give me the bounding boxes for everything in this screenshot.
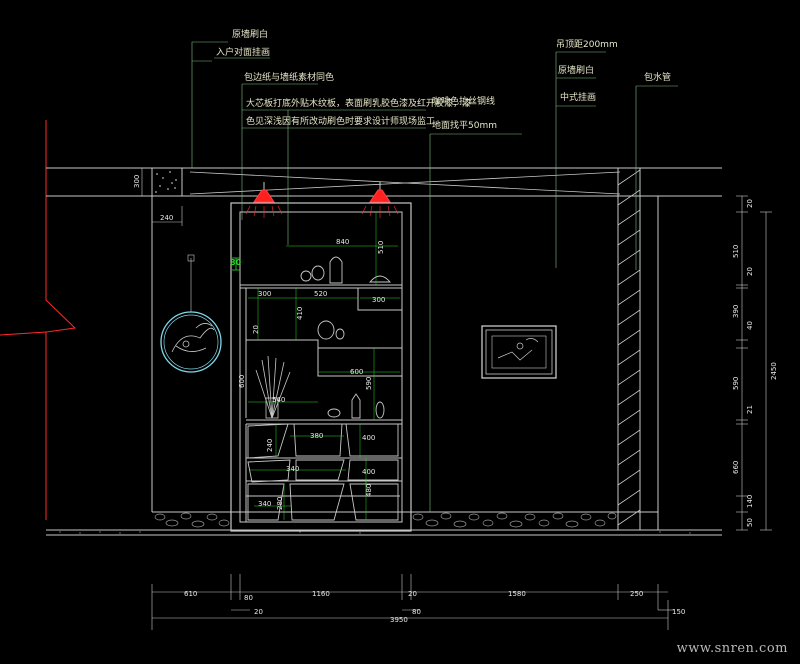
annotation-ceiling-height: 吊顶距200mm	[556, 39, 618, 50]
annotation-floor-level: 地面找平50mm	[432, 119, 497, 131]
dim-right-20-top: 20	[746, 199, 754, 208]
round-painting	[160, 311, 222, 373]
dim-bottom-610: 610	[184, 590, 197, 598]
annotation-entry-painting: 入户对面挂画	[216, 46, 270, 58]
dim-right-390: 390	[732, 305, 740, 318]
dim-right-660: 660	[732, 461, 740, 474]
dim-bottom-250: 250	[630, 590, 643, 598]
dim-height-280: 280	[276, 497, 284, 510]
cabinet-green-marker	[232, 257, 240, 271]
watermark: www.snren.com	[676, 641, 788, 656]
dim-right-20-b: 20	[746, 267, 754, 276]
dim-right-total-2450: 2450	[770, 362, 778, 380]
dim-width-340-b: 340	[258, 500, 271, 508]
lamp-left	[245, 182, 283, 218]
annotation-pipe-cover: 包水管	[644, 71, 671, 83]
beam-dimensions	[138, 167, 183, 226]
dim-width-600: 600	[350, 368, 363, 376]
dim-right-40: 40	[746, 321, 754, 330]
dim-height-400-a: 400	[362, 434, 375, 442]
beam-hatch	[155, 171, 177, 193]
cabinet-vases	[300, 256, 391, 419]
cabinet-slant-panels	[247, 423, 399, 521]
dim-width-340-a: 340	[286, 465, 299, 473]
dim-right-21: 21	[746, 405, 754, 414]
cabinet-dim-lines	[248, 212, 400, 520]
dim-bottom-20-a: 20	[254, 608, 263, 616]
right-dim-lines	[736, 195, 772, 531]
chinese-painting	[481, 325, 557, 379]
dim-right-590: 590	[732, 377, 740, 390]
dim-bottom-20-b: 20	[408, 590, 417, 598]
bottom-dim-lines	[151, 574, 674, 630]
pipe-shaft-hatch	[617, 169, 641, 526]
dim-height-600: 600	[238, 375, 246, 388]
dim-right-140: 140	[746, 495, 754, 508]
dim-shelf-300-right: 300	[372, 296, 385, 304]
round-painting-marker	[187, 254, 195, 262]
annotation-cabinet-finish: 大芯板打底外贴木纹板，表面刷乳胶色漆及红开胶漆，漆	[246, 97, 471, 109]
floor-screed-right	[412, 512, 617, 528]
dim-bottom-total-3950: 3950	[390, 616, 408, 624]
dim-bottom-1160: 1160	[312, 590, 330, 598]
dim-top-height-510: 510	[377, 241, 385, 254]
dim-width-540: 540	[272, 396, 285, 404]
cabinet-frame-inner	[239, 211, 403, 523]
dim-shelf-300-left: 300	[258, 290, 271, 298]
dim-height-410: 410	[296, 307, 304, 320]
dim-height-240: 240	[266, 439, 274, 452]
dim-right-510: 510	[732, 245, 740, 258]
cabinet-branches	[255, 355, 291, 419]
dim-width-380: 380	[310, 432, 323, 440]
floor-band-dots	[59, 531, 691, 534]
dim-bottom-80-a: 80	[244, 594, 253, 602]
dim-bottom-1580: 1580	[508, 590, 526, 598]
annotation-chinese-painting: 中式挂画	[560, 91, 596, 103]
dim-beam-width: 240	[160, 214, 173, 222]
dim-bottom-80-b: 80	[412, 608, 421, 616]
annotation-original-wall: 原墙刷白	[232, 28, 268, 40]
lamp-right	[361, 182, 399, 218]
cabinet-frame-outer	[230, 202, 412, 532]
dim-green-80: 80	[230, 258, 242, 267]
dim-height-590: 590	[365, 377, 373, 390]
annotation-leaders	[191, 41, 678, 512]
annotation-original-wall-right: 原墙刷白	[558, 64, 594, 76]
floor-screed-left	[154, 512, 230, 528]
dim-height-20: 20	[252, 325, 260, 334]
annotation-color-note: 色见深浅因有所改动刷色时要求设计师现场监工	[246, 115, 435, 127]
beam-section	[151, 167, 183, 197]
dim-bottom-150: 150	[672, 608, 685, 616]
dim-right-50: 50	[746, 518, 754, 527]
dim-shelf-width-840: 840	[336, 238, 349, 246]
red-break-line	[45, 120, 77, 520]
annotation-edge-wallpaper: 包边纸与墙纸素材同色	[244, 71, 334, 83]
dim-shelf-520: 520	[314, 290, 327, 298]
dim-beam-height: 300	[133, 175, 141, 188]
dim-height-400-b: 400	[362, 468, 375, 476]
annotation-coffee-wire: 咖啡色拉丝钢线	[432, 95, 495, 107]
red-break-tip	[0, 331, 47, 336]
dim-height-480: 480	[365, 484, 373, 497]
